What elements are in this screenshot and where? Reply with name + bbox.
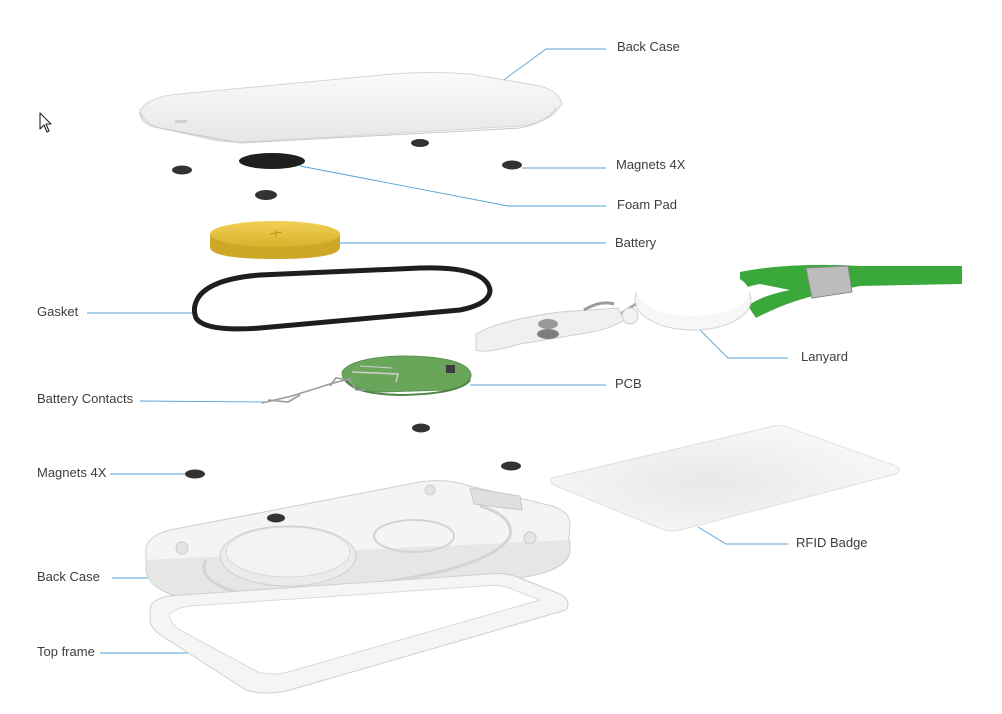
battery-part	[210, 221, 340, 259]
label-back-case-top: Back Case	[617, 39, 680, 54]
magnet	[185, 469, 205, 479]
label-battery-contacts: Battery Contacts	[37, 391, 134, 406]
label-back-case-bottom: Back Case	[37, 569, 100, 584]
top-frame-part	[149, 573, 569, 694]
lanyard-part	[475, 264, 962, 352]
magnet	[502, 160, 522, 170]
back-case-top-part	[139, 72, 563, 144]
label-magnets-top: Magnets 4X	[616, 157, 686, 172]
magnets-bottom	[185, 461, 521, 479]
leader-battery-contacts	[139, 400, 266, 403]
mouse-pointer-icon	[39, 112, 53, 139]
foam-pad-part	[239, 153, 305, 169]
label-top-frame: Top frame	[37, 644, 95, 659]
leader-lanyard	[699, 329, 788, 359]
leader-back-case-top	[485, 48, 606, 94]
rfid-badge-part	[550, 425, 900, 532]
label-battery: Battery	[615, 235, 657, 250]
battery-contacts-part	[261, 377, 366, 404]
label-pcb: PCB	[615, 376, 642, 391]
magnet	[255, 190, 277, 200]
magnet	[411, 139, 429, 147]
leader-lines	[87, 48, 788, 654]
label-lanyard: Lanyard	[801, 349, 848, 364]
leader-foam-pad	[299, 165, 606, 207]
gasket-part	[191, 265, 493, 332]
label-magnets-bottom: Magnets 4X	[37, 465, 107, 480]
label-gasket: Gasket	[37, 304, 79, 319]
magnet	[501, 461, 521, 471]
magnets-top	[172, 139, 522, 200]
pcb-part	[341, 355, 472, 397]
magnet-mid	[412, 423, 430, 433]
magnet	[172, 165, 192, 175]
label-foam-pad: Foam Pad	[617, 197, 677, 212]
leader-rfid-badge	[697, 526, 788, 545]
label-rfid-badge: RFID Badge	[796, 535, 868, 550]
